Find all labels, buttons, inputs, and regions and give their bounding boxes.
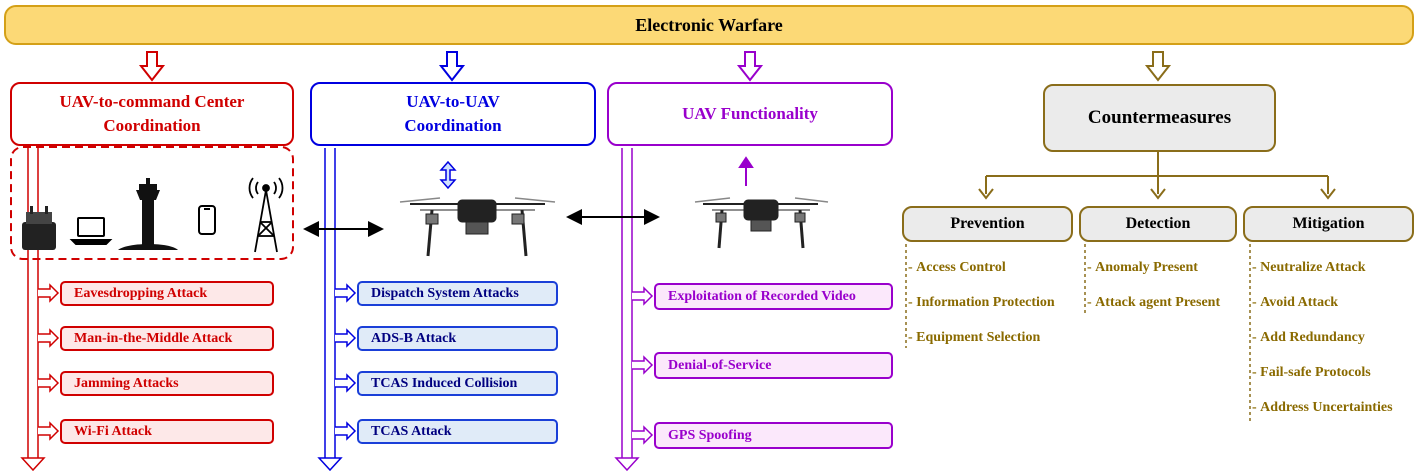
attack-box: Eavesdropping Attack bbox=[60, 281, 274, 306]
attack-label: Dispatch System Attacks bbox=[371, 285, 519, 301]
prevention-item: - Information Protection bbox=[908, 295, 1055, 310]
branch-arrow-red bbox=[38, 283, 60, 303]
mitigation-item: - Neutralize Attack bbox=[1252, 260, 1366, 275]
command-center-title-1: UAV-to-command Center bbox=[59, 92, 245, 111]
branch-arrow-purple bbox=[632, 355, 654, 375]
control-tower-icon bbox=[118, 178, 178, 250]
command-center-title-2: Coordination bbox=[103, 116, 201, 135]
attack-box: Jamming Attacks bbox=[60, 371, 274, 396]
countermeasures-box: Countermeasures bbox=[1043, 84, 1276, 152]
attack-label: Man-in-the-Middle Attack bbox=[74, 330, 233, 346]
mitigation-item: - Fail-safe Protocols bbox=[1252, 365, 1371, 380]
smartphone-icon bbox=[198, 205, 216, 235]
prevention-item: - Access Control bbox=[908, 260, 1006, 275]
mitigation-item: - Address Uncertainties bbox=[1252, 400, 1393, 415]
red-spine bbox=[20, 148, 46, 472]
branch-arrow-blue bbox=[335, 283, 357, 303]
uav-to-uav-header: UAV-to-UAV Coordination bbox=[310, 82, 596, 146]
attack-box: Denial-of-Service bbox=[654, 352, 893, 379]
branch-arrow-purple bbox=[632, 425, 654, 445]
attack-label: Wi-Fi Attack bbox=[74, 423, 152, 439]
controller-case-icon bbox=[22, 206, 56, 250]
branch-arrow-red bbox=[38, 328, 60, 348]
branch-arrow-blue bbox=[335, 328, 357, 348]
attack-box: Dispatch System Attacks bbox=[357, 281, 558, 306]
command-center-dashed-box bbox=[10, 146, 294, 260]
attack-label: Jamming Attacks bbox=[74, 375, 179, 391]
laptop-icon bbox=[69, 217, 113, 245]
attack-box: ADS-B Attack bbox=[357, 326, 558, 351]
chevron-down-icon bbox=[1320, 188, 1336, 200]
branch-arrow-red bbox=[38, 421, 60, 441]
attack-label: Exploitation of Recorded Video bbox=[668, 288, 856, 304]
attack-box: Man-in-the-Middle Attack bbox=[60, 326, 274, 351]
mitigation-title: Mitigation bbox=[1292, 215, 1365, 232]
detection-box: Detection bbox=[1079, 206, 1237, 242]
uav-functionality-title: UAV Functionality bbox=[682, 104, 818, 123]
attack-box: Wi-Fi Attack bbox=[60, 419, 274, 444]
countermeasures-tree bbox=[985, 152, 1329, 194]
prevention-title: Prevention bbox=[950, 215, 1025, 232]
blue-spine bbox=[317, 148, 343, 472]
detection-title: Detection bbox=[1125, 215, 1191, 232]
uav-to-uav-title-1: UAV-to-UAV bbox=[406, 92, 500, 111]
attack-box: TCAS Induced Collision bbox=[357, 371, 558, 396]
electronic-warfare-banner: Electronic Warfare bbox=[4, 5, 1414, 45]
attack-label: GPS Spoofing bbox=[668, 427, 752, 443]
mitigation-item: - Avoid Attack bbox=[1252, 295, 1339, 310]
attack-label: ADS-B Attack bbox=[371, 330, 457, 346]
blue-double-arrow bbox=[439, 160, 457, 190]
attack-box: GPS Spoofing bbox=[654, 422, 893, 449]
uav-to-uav-title-2: Coordination bbox=[404, 116, 502, 135]
quadcopter-drone-icon bbox=[399, 197, 556, 257]
branch-arrow-purple bbox=[632, 286, 654, 306]
banner-title: Electronic Warfare bbox=[635, 14, 783, 35]
attack-label: Eavesdropping Attack bbox=[74, 285, 208, 301]
radio-tower-icon bbox=[248, 177, 284, 253]
purple-up-arrow bbox=[738, 156, 754, 186]
down-arrow-gold bbox=[1144, 51, 1172, 82]
branch-arrow-blue bbox=[335, 373, 357, 393]
attack-label: TCAS Induced Collision bbox=[371, 375, 518, 391]
attack-label: Denial-of-Service bbox=[668, 357, 772, 373]
attack-box: Exploitation of Recorded Video bbox=[654, 283, 893, 310]
purple-spine bbox=[614, 148, 640, 472]
uav-functionality-header: UAV Functionality bbox=[607, 82, 893, 146]
countermeasures-title: Countermeasures bbox=[1087, 107, 1232, 128]
attack-box: TCAS Attack bbox=[357, 419, 558, 444]
down-arrow-red bbox=[138, 51, 166, 82]
down-arrow-purple bbox=[736, 51, 764, 82]
command-center-header: UAV-to-command Center Coordination bbox=[10, 82, 294, 146]
branch-arrow-red bbox=[38, 373, 60, 393]
branch-arrow-blue bbox=[335, 421, 357, 441]
mitigation-item: - Add Redundancy bbox=[1252, 330, 1365, 345]
quadcopter-drone-icon bbox=[694, 197, 829, 249]
prevention-box: Prevention bbox=[902, 206, 1073, 242]
chevron-down-icon bbox=[978, 188, 994, 200]
mitigation-box: Mitigation bbox=[1243, 206, 1414, 242]
down-arrow-blue bbox=[438, 51, 466, 82]
prevention-item: - Equipment Selection bbox=[908, 330, 1041, 345]
attack-label: TCAS Attack bbox=[371, 423, 452, 439]
chevron-down-icon bbox=[1150, 188, 1166, 200]
detection-item: - Attack agent Present bbox=[1087, 295, 1221, 310]
detection-item: - Anomaly Present bbox=[1087, 260, 1198, 275]
